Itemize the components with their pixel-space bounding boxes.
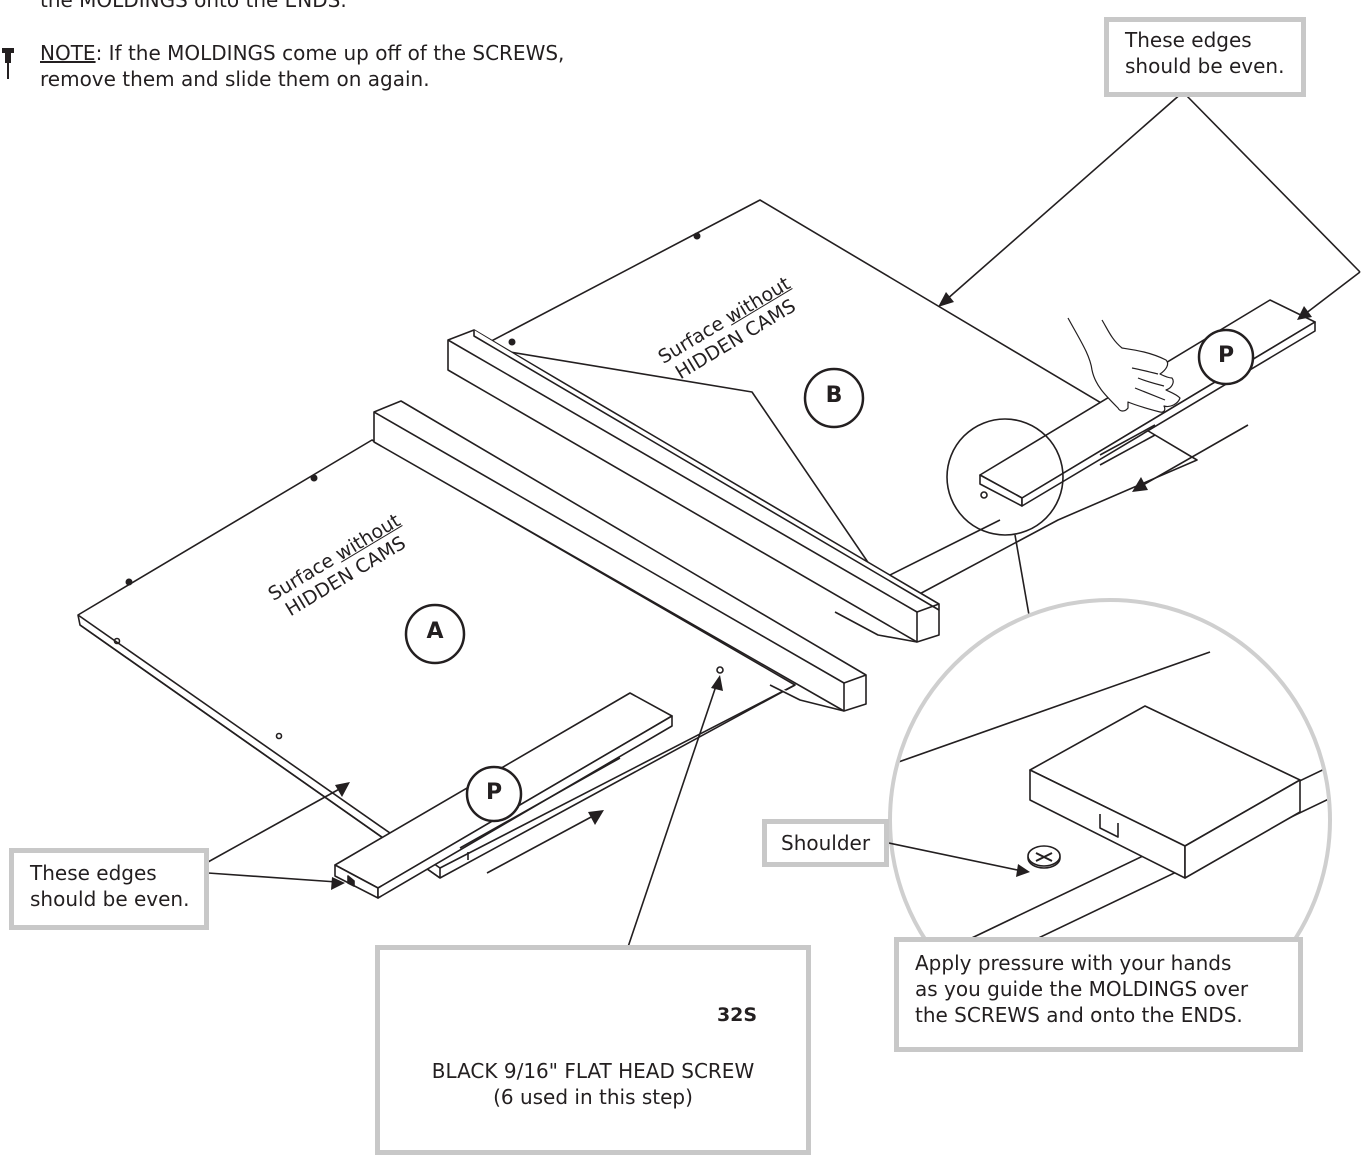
panel-b-dowels [508, 232, 701, 346]
hardware-name: BLACK 9/16" FLAT HEAD SCREW [431, 1059, 755, 1083]
detail-circle-small [946, 418, 1064, 536]
callout-arrows [207, 91, 1361, 948]
pushpin-icon [2, 48, 14, 79]
callout-top-right-line-1: These edges [1125, 28, 1252, 52]
motion-arrows [486, 424, 1249, 874]
callout-bottom-left-line-2: should be even. [30, 887, 190, 911]
panel-a-letter: A [426, 619, 444, 644]
callout-bottom-left-line-1: These edges [30, 861, 157, 885]
callout-top-right: These edges should be even. [1104, 17, 1306, 97]
molding-b-letter: P [1217, 343, 1235, 368]
pressure-line-1: Apply pressure with your hands [915, 951, 1232, 975]
panel-a-holes [125, 474, 318, 586]
note-line-1: NOTE: If the MOLDINGS come up off of the… [40, 40, 564, 66]
hardware-quantity: (6 used in this step) [493, 1085, 693, 1109]
note-line-2: remove them and slide them on again. [40, 67, 430, 91]
callout-bottom-left: These edges should be even. [9, 848, 209, 930]
note-text-1: : If the MOLDINGS come up off of the SCR… [95, 41, 565, 65]
shoulder-label: Shoulder [781, 831, 871, 855]
panel-a-edge-holes [113, 637, 724, 740]
panel-b-letter: B [825, 383, 843, 408]
callout-pressure: Apply pressure with your hands as you gu… [894, 937, 1303, 1052]
pressure-line-2: as you guide the MOLDINGS over [915, 977, 1249, 1001]
part-number: 32S [716, 1004, 758, 1026]
end-rail-back [447, 329, 940, 643]
hardware-box: BLACK 9/16" FLAT HEAD SCREW (6 used in t… [375, 945, 811, 1155]
note-label: NOTE [40, 41, 96, 65]
part-badges [404, 328, 1255, 823]
molding-a-letter: P [485, 780, 503, 805]
end-rail-front [373, 400, 867, 712]
pressure-line-3: the SCREWS and onto the ENDS. [915, 1003, 1243, 1027]
callout-shoulder: Shoulder [762, 819, 889, 867]
callout-top-right-line-2: should be even. [1125, 54, 1285, 78]
hand-illustration [1067, 317, 1181, 413]
intro-fragment: the MOLDINGS onto the ENDS. [40, 0, 347, 12]
